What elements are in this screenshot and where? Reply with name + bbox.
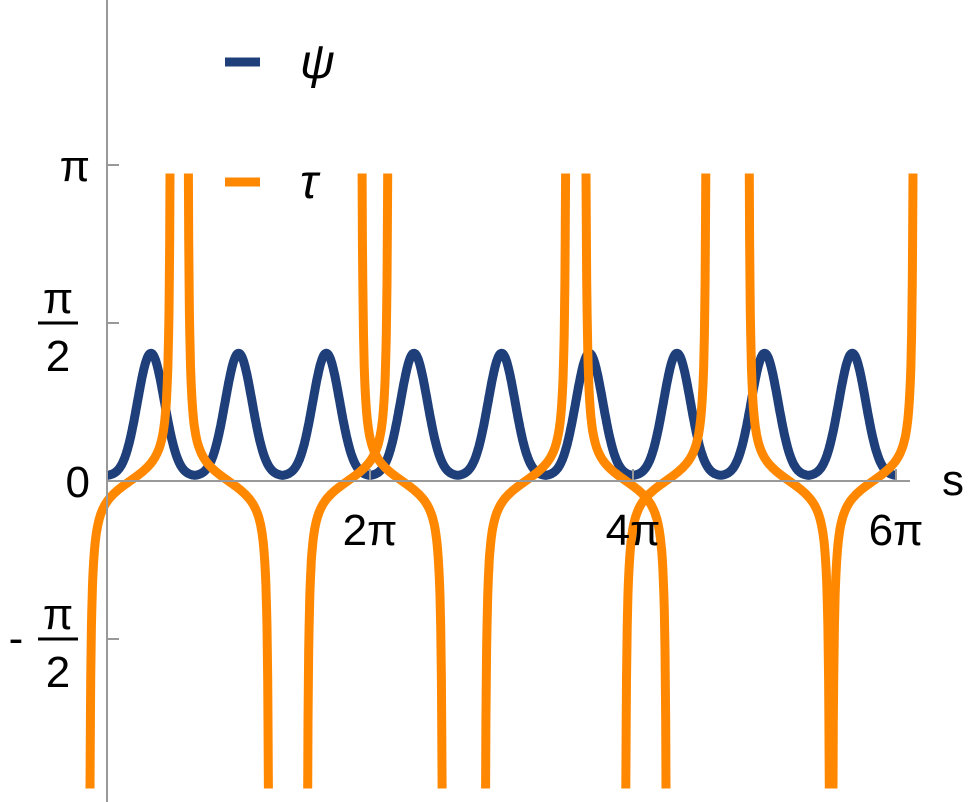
x-tick-label: 4π xyxy=(606,506,661,555)
y-tick-label: π2 xyxy=(38,274,78,381)
svg-text:2: 2 xyxy=(46,332,70,381)
legend-label: ψ xyxy=(300,36,335,89)
legend: ψτ xyxy=(225,36,335,209)
series-psi-line xyxy=(103,348,900,480)
x-tick-label: 2π xyxy=(343,506,398,555)
svg-text:π: π xyxy=(43,590,73,639)
legend-label: τ xyxy=(300,156,321,209)
y-tick-label: π 2- xyxy=(9,590,78,697)
y-tick-label: 0 xyxy=(66,458,90,507)
x-axis-label: s xyxy=(942,456,964,505)
svg-text:2: 2 xyxy=(46,648,70,697)
svg-text:-: - xyxy=(9,614,24,663)
svg-text:π: π xyxy=(43,274,73,323)
y-tick-label: π xyxy=(60,142,90,191)
axes-layer xyxy=(106,0,910,802)
x-tick-label: 6π xyxy=(869,506,924,555)
